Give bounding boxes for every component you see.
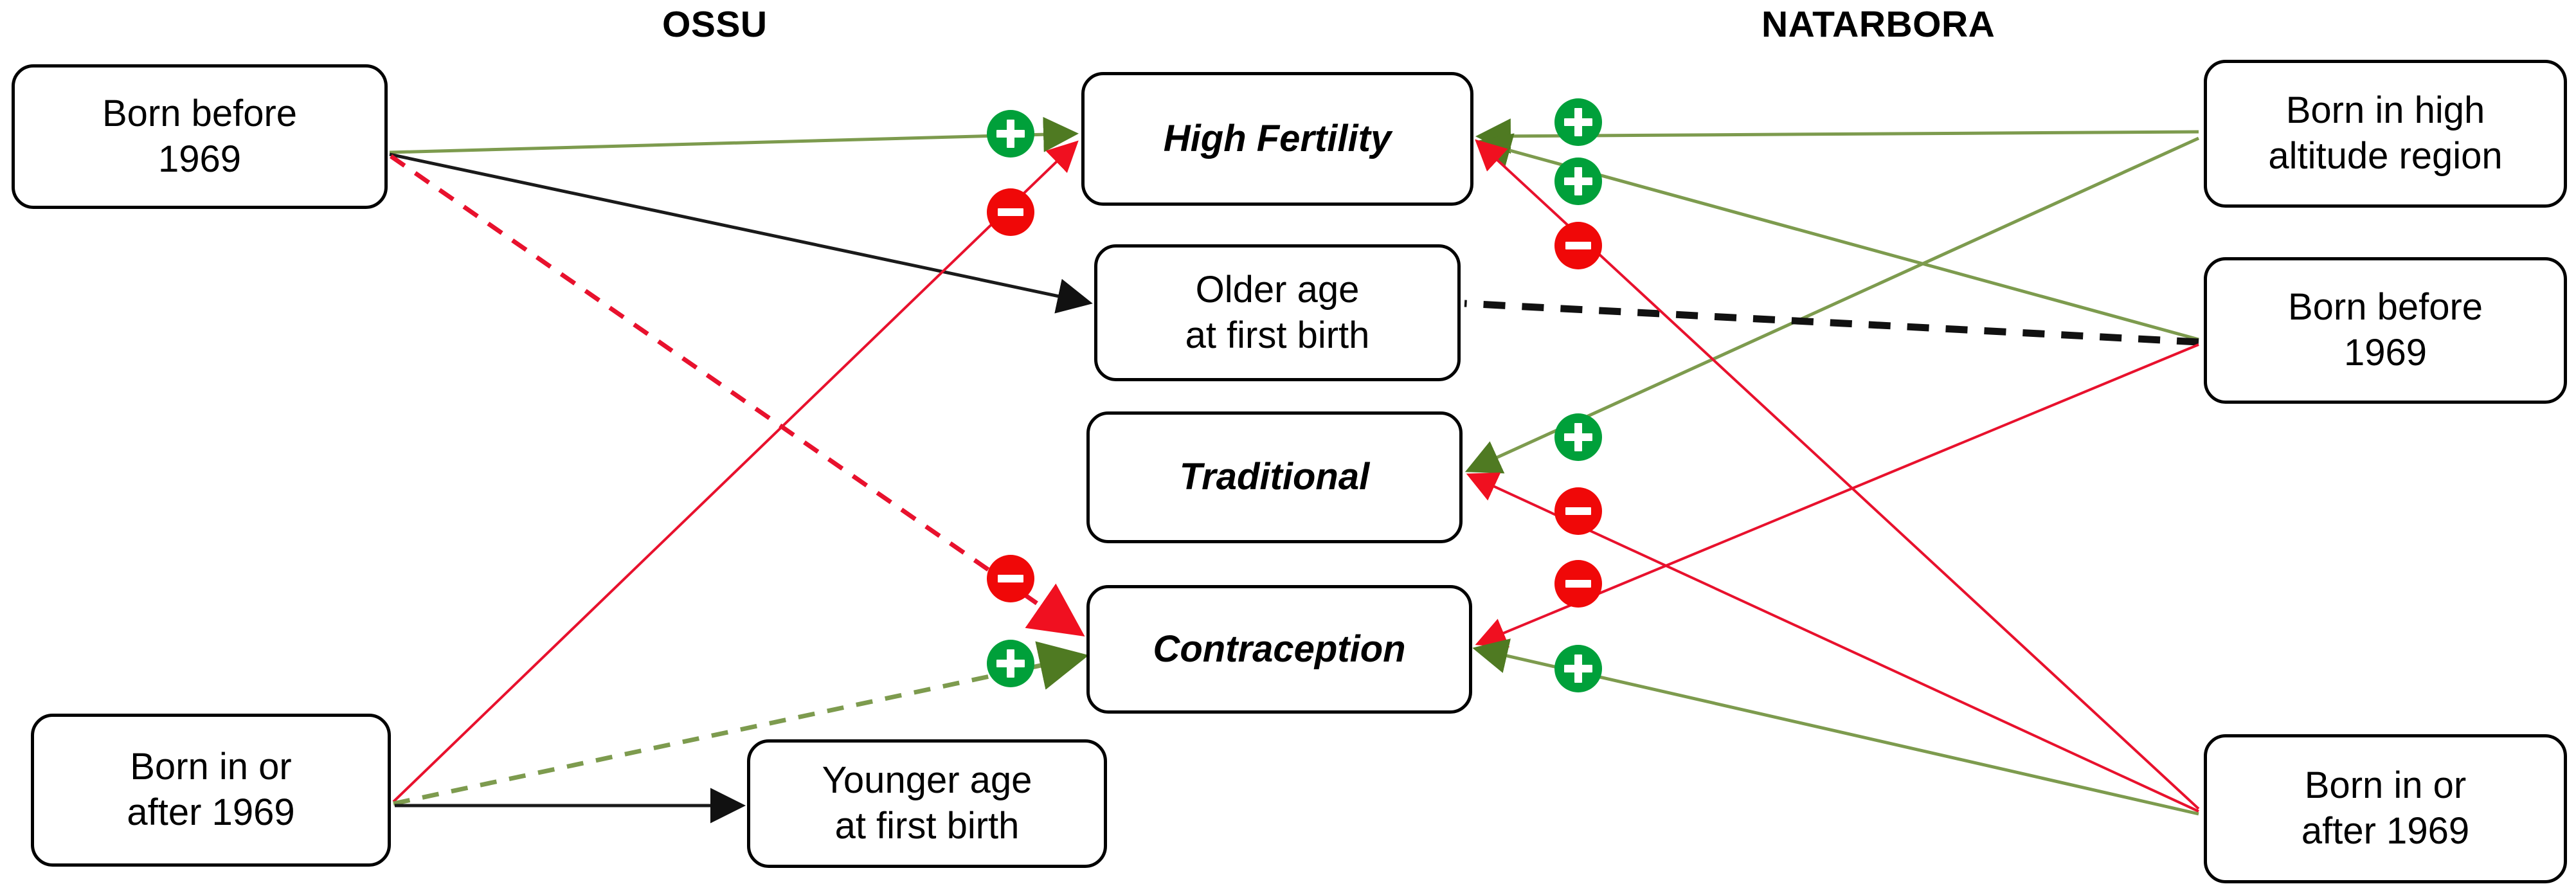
plus-icon bbox=[1564, 108, 1592, 136]
node-traditional[interactable]: Traditional bbox=[1086, 411, 1463, 543]
node-contraception[interactable]: Contraception bbox=[1086, 585, 1472, 714]
plus-icon bbox=[996, 120, 1025, 148]
node-high-fertility[interactable]: High Fertility bbox=[1081, 72, 1473, 206]
minus-icon bbox=[1564, 231, 1592, 260]
polarity-badge-negative bbox=[1554, 487, 1602, 535]
polarity-badge-negative bbox=[987, 555, 1034, 602]
edge-ossu-bornbefore-to-highfertility bbox=[389, 116, 1079, 154]
edge-nat-highaltitude-to-highfertility bbox=[1475, 118, 2199, 154]
plus-icon bbox=[1564, 423, 1592, 451]
edge-ossu-bornafter-to-highfertility bbox=[392, 140, 1079, 803]
edge-natbornbefore-to-olderage bbox=[1464, 300, 2199, 346]
polarity-badge-positive bbox=[1554, 645, 1602, 692]
polarity-badge-negative bbox=[1554, 560, 1602, 608]
edge-ossu-bornbefore-to-olderage bbox=[389, 152, 1093, 314]
polarity-badge-positive bbox=[1554, 158, 1602, 205]
polarity-badge-negative bbox=[1554, 222, 1602, 269]
minus-icon bbox=[996, 564, 1025, 593]
group-title-natarbora: NATARBORA bbox=[1761, 4, 1995, 45]
edge-nat-highaltitude-to-traditional bbox=[1464, 136, 2200, 474]
node-nat-born-in-high-altitude-region[interactable]: Born in high altitude region bbox=[2204, 60, 2567, 208]
minus-icon bbox=[1564, 570, 1592, 598]
node-ossu-born-in-or-after-1969[interactable]: Born in or after 1969 bbox=[31, 714, 391, 867]
group-title-ossu: OSSU bbox=[662, 4, 768, 45]
node-nat-born-in-or-after-1969[interactable]: Born in or after 1969 bbox=[2204, 734, 2567, 883]
polarity-badge-positive bbox=[1554, 413, 1602, 461]
edge-natbornafter-to-traditional bbox=[1466, 472, 2199, 813]
node-older-age-at-first-birth[interactable]: Older age at first birth bbox=[1094, 244, 1461, 381]
plus-icon bbox=[1564, 654, 1592, 683]
polarity-badge-positive bbox=[987, 640, 1034, 687]
node-nat-born-before-1969[interactable]: Born before 1969 bbox=[2204, 257, 2567, 404]
polarity-badge-positive bbox=[987, 110, 1034, 158]
polarity-badge-negative bbox=[987, 188, 1034, 236]
plus-icon bbox=[996, 649, 1025, 678]
minus-icon bbox=[996, 198, 1025, 226]
polarity-badge-positive bbox=[1554, 98, 1602, 146]
node-ossu-born-before-1969[interactable]: Born before 1969 bbox=[12, 64, 388, 209]
node-younger-age-at-first-birth[interactable]: Younger age at first birth bbox=[747, 739, 1107, 868]
edge-ossu-bornbefore-to-contraception bbox=[390, 154, 1085, 636]
minus-icon bbox=[1564, 497, 1592, 525]
plus-icon bbox=[1564, 167, 1592, 195]
